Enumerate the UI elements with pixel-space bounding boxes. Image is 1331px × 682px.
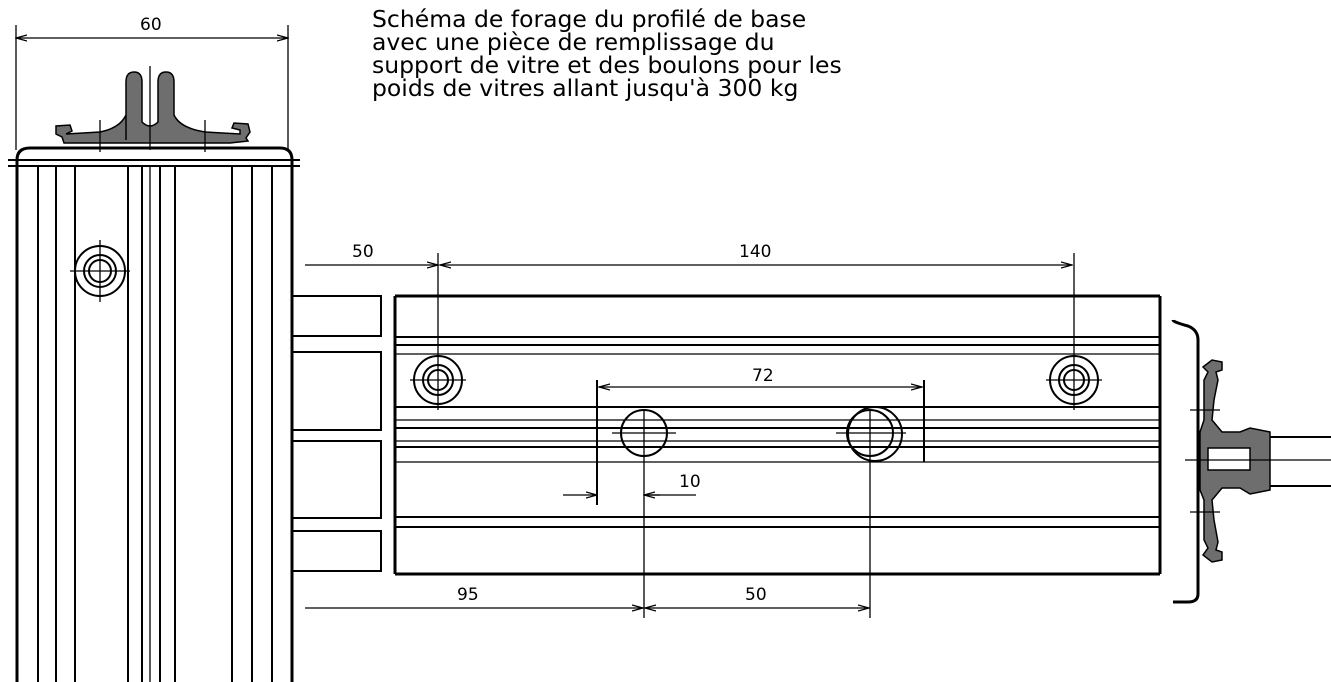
bolt-hole-right (1046, 345, 1102, 410)
dim-label-140: 140 (739, 242, 771, 262)
filler-piece-top (55, 71, 251, 144)
dim-label-50-bottom: 50 (745, 585, 767, 605)
dim-label-95: 95 (457, 585, 479, 605)
diagram-title: Schéma de forage du profilé de base avec… (372, 5, 932, 102)
title-line-3: support de vitre et des boulons pour les (372, 51, 842, 79)
side-profile-view: 50 140 72 10 95 50 (293, 242, 1162, 618)
bolt-hole-left-view (70, 240, 130, 302)
title-line-4: poids de vitres allant jusqu'à 300 kg (372, 74, 799, 102)
title-line-2: avec une pièce de remplissage du (372, 28, 775, 56)
dim-label-width-60: 60 (140, 15, 162, 35)
title-line-1: Schéma de forage du profilé de base (372, 5, 807, 33)
right-end-view (1171, 319, 1331, 604)
dim-label-50-top: 50 (352, 242, 374, 262)
drill-hole-2 (836, 406, 906, 462)
dim-label-10: 10 (679, 472, 701, 492)
left-profile-view: 60 (8, 15, 300, 682)
dim-label-72: 72 (752, 366, 774, 386)
